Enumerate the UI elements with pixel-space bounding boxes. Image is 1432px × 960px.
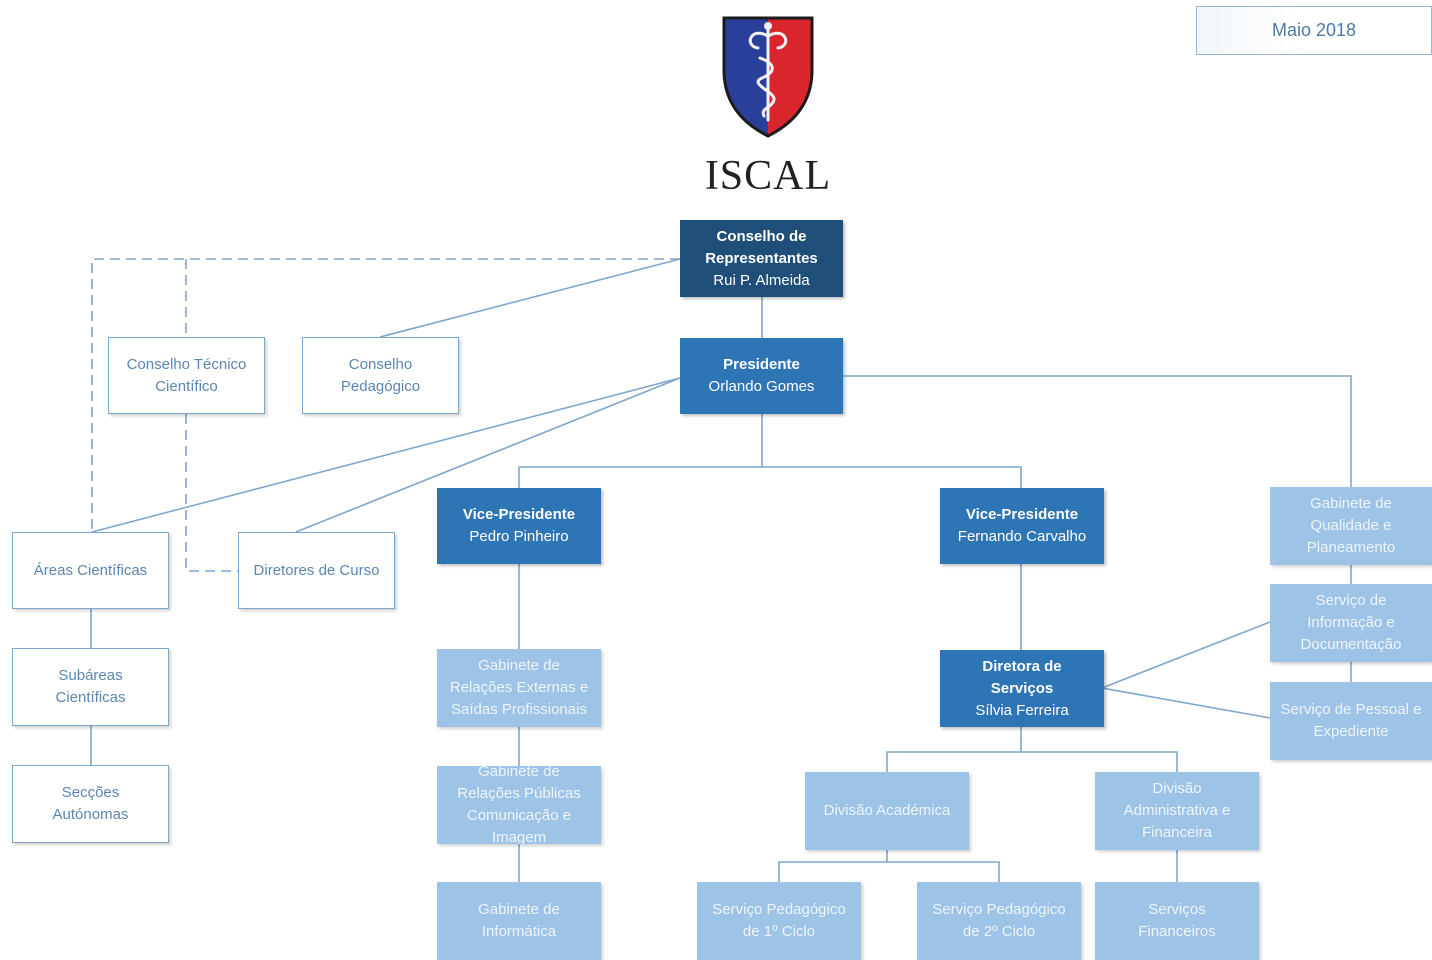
node-label: Secções [61,784,120,801]
link-diretora-divisoes [886,727,1178,772]
node-label: Divisão [1152,780,1202,797]
node-label: Informática [481,923,557,940]
dashed-link-representantes-areas [91,258,680,532]
node-title: Representantes [705,249,818,267]
link-diretora-informacao [1101,621,1271,689]
node-gabinete-informatica: Gabinete de Informática [437,882,601,960]
node-conselho-pedagogico: Conselho Pedagógico [302,337,459,414]
node-seccoes-autonomas: Secções Autónomas [12,765,169,843]
link-academica-servicos [778,850,1000,882]
link-presidente-gabinete-qualidade [843,375,1352,487]
node-areas-cientificas: Áreas Científicas [12,532,169,609]
node-label: Serviço Pedagógico [932,901,1066,918]
node-label: de 2º Ciclo [962,923,1036,940]
node-vice-presidente-fernando: Vice-Presidente Fernando Carvalho [940,488,1104,564]
node-label: de 1º Ciclo [742,923,816,940]
node-label: Serviço de [1315,592,1387,609]
node-servico-pessoal: Serviço de Pessoal e Expediente [1270,682,1432,760]
node-label: Documentação [1300,636,1402,653]
link-presidente-areas [91,377,681,533]
node-title: Vice-Presidente [965,506,1079,523]
node-title: Serviços [990,679,1054,697]
node-servico-pedagogico-1: Serviço Pedagógico de 1º Ciclo [697,882,861,960]
node-divisao-academica: Divisão Académica [805,772,969,850]
node-label: Serviço de Pessoal e [1280,701,1422,718]
node-label: Imagem [491,829,547,844]
node-person: Rui P. Almeida [713,271,810,289]
node-label: Diretores de Curso [253,561,380,579]
node-label: Informação e [1307,614,1395,631]
node-label: Gabinete de [478,766,560,780]
node-conselho-tecnico-cientifico: Conselho Técnico Científico [108,337,265,414]
node-person: Orlando Gomes [708,378,815,395]
node-label: Científicas [55,689,126,706]
node-person: Pedro Pinheiro [469,528,569,545]
node-person: Fernando Carvalho [957,528,1087,545]
link-diretora-pessoal [1101,687,1271,719]
node-divisao-administrativa: Divisão Administrativa e Financeira [1095,772,1259,850]
node-gabinete-relacoes-publicas: Gabinete de Relações Públicas Comunicaçã… [437,766,601,844]
node-label: Serviços [1148,901,1206,918]
node-label: Gabinete de [478,657,560,674]
node-servicos-financeiros: Serviços Financeiros [1095,882,1259,960]
iscal-shield-logo [722,16,814,138]
node-servico-informacao: Serviço de Informação e Documentação [1270,584,1432,662]
node-label: Expediente [1313,723,1389,740]
node-conselho-representantes: Conselho de Representantes Rui P. Almeid… [680,220,843,297]
node-title: Presidente [723,356,800,373]
node-presidente: Presidente Orlando Gomes [680,338,843,414]
node-person: Sílvia Ferreira [975,701,1069,719]
node-servico-pedagogico-2: Serviço Pedagógico de 2º Ciclo [917,882,1081,960]
iscal-wordmark: ISCAL [704,153,832,199]
node-label: Gabinete de [1310,495,1392,512]
node-vice-presidente-pedro: Vice-Presidente Pedro Pinheiro [437,488,601,564]
node-gabinete-qualidade: Gabinete de Qualidade e Planeamento [1270,487,1432,565]
node-label: Relações Públicas [457,785,581,802]
node-gabinete-relacoes-externas: Gabinete de Relações Externas e Saídas P… [437,649,601,727]
node-title: Vice-Presidente [462,506,576,523]
node-title: Conselho de [716,227,807,245]
node-label: Científico [155,377,218,395]
dashed-link-tecnico-diretores [185,414,238,572]
node-label: Gabinete de [478,901,560,918]
node-title: Diretora de [982,657,1062,675]
node-label: Serviço Pedagógico [712,901,846,918]
node-label: Administrativa e [1123,802,1231,819]
node-label: Conselho Técnico [126,355,247,373]
node-diretora-servicos: Diretora de Serviços Sílvia Ferreira [940,650,1104,727]
node-label: Conselho [348,355,413,373]
link-representantes-pedagogico [379,258,681,338]
node-diretores-de-curso: Diretores de Curso [238,532,395,609]
node-label: Financeiros [1138,923,1216,940]
date-label: Maio 2018 [1196,6,1432,55]
node-label: Comunicação e [466,807,572,824]
node-label: Autónomas [52,806,129,823]
node-label: Financeira [1141,824,1213,841]
node-label: Áreas Científicas [33,561,148,579]
node-label: Subáreas [58,667,123,684]
link-presidente-vps [518,414,1022,488]
link-presidente-diretores [295,377,681,533]
node-label: Relações Externas e [449,679,589,696]
node-label: Pedagógico [340,377,421,395]
node-label: Saídas Profissionais [451,701,587,718]
node-label: Qualidade e [1310,517,1392,534]
node-subareas-cientificas: Subáreas Científicas [12,648,169,726]
node-label: Planeamento [1306,539,1396,556]
node-label: Divisão Académica [823,802,951,819]
